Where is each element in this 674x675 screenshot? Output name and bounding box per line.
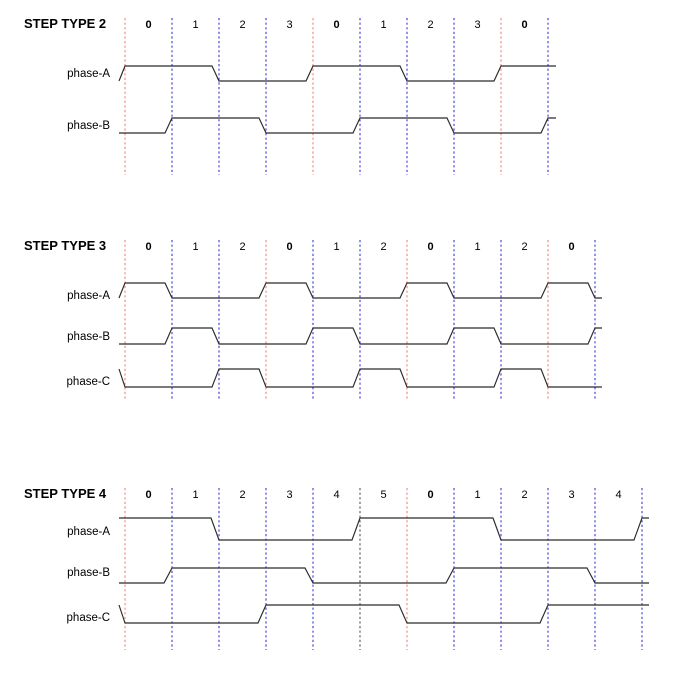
- phase-label-phase-A: phase-A: [67, 68, 110, 80]
- waveform-phase-A: [118, 65, 556, 82]
- phase-label-phase-A: phase-A: [67, 290, 110, 302]
- diagram-step-type-4: 0 1 2 3 4 5 0 1 2 3 4 STEP TYPE 4 phase-A phase-B phas…: [24, 486, 649, 650]
- step-number-label: 2: [239, 241, 245, 253]
- waveform-phase-B: [119, 117, 556, 134]
- step-number-label: 1: [192, 19, 198, 31]
- step-number-label: 1: [192, 241, 198, 253]
- step-number-label: 4: [615, 489, 621, 501]
- waveform-phase-C: [118, 604, 649, 624]
- step-number-label: 3: [568, 489, 574, 501]
- step-number-label: 0: [145, 489, 151, 501]
- step-number-label: 2: [521, 489, 527, 501]
- phase-label-phase-A: phase-A: [67, 526, 110, 538]
- step-number-label: 4: [333, 489, 339, 501]
- step-number-label: 2: [239, 19, 245, 31]
- step-number-label: 3: [286, 489, 292, 501]
- phase-label-phase-B: phase-B: [67, 331, 110, 343]
- phase-label-phase-B: phase-B: [67, 120, 110, 132]
- step-number-label: 3: [286, 19, 292, 31]
- step-number-label: 0: [286, 241, 292, 253]
- step-number-label: 1: [380, 19, 386, 31]
- waveform-phase-C: [118, 368, 602, 388]
- step-number-label: 1: [333, 241, 339, 253]
- step-number-label: 2: [427, 19, 433, 31]
- step-number-label: 0: [568, 241, 574, 253]
- step-number-label: 0: [521, 19, 527, 31]
- waveform-phase-A: [118, 282, 602, 299]
- step-number-label: 2: [521, 241, 527, 253]
- step-number-label: 0: [145, 241, 151, 253]
- step-number-label: 3: [474, 19, 480, 31]
- waveform-phase-B: [119, 327, 602, 345]
- step-number-label: 1: [474, 489, 480, 501]
- diagram-title: STEP TYPE 4: [24, 486, 107, 501]
- diagram-title: STEP TYPE 2: [24, 16, 106, 31]
- step-number-label: 1: [474, 241, 480, 253]
- step-number-label: 0: [427, 241, 433, 253]
- step-number-label: 0: [145, 19, 151, 31]
- diagram-step-type-2: 0 1 2 3 0 1 2 3 0 STEP TYPE 2 phase-A phase-B: [24, 16, 556, 175]
- phase-label-phase-C: phase-C: [67, 376, 110, 388]
- step-number-label: 0: [427, 489, 433, 501]
- diagram-title: STEP TYPE 3: [24, 238, 106, 253]
- phase-label-phase-C: phase-C: [67, 612, 110, 624]
- step-number-label: 2: [380, 241, 386, 253]
- phase-label-phase-B: phase-B: [67, 567, 110, 579]
- step-number-label: 5: [380, 489, 386, 501]
- step-number-label: 2: [239, 489, 245, 501]
- waveform-phase-B: [119, 567, 649, 584]
- step-number-label: 1: [192, 489, 198, 501]
- diagram-step-type-3: 0 1 2 0 1 2 0 1 2 0 STEP TYPE 3 phase-A phase-B phase…: [24, 238, 602, 400]
- waveform-phase-A: [119, 517, 649, 541]
- step-number-label: 0: [333, 19, 339, 31]
